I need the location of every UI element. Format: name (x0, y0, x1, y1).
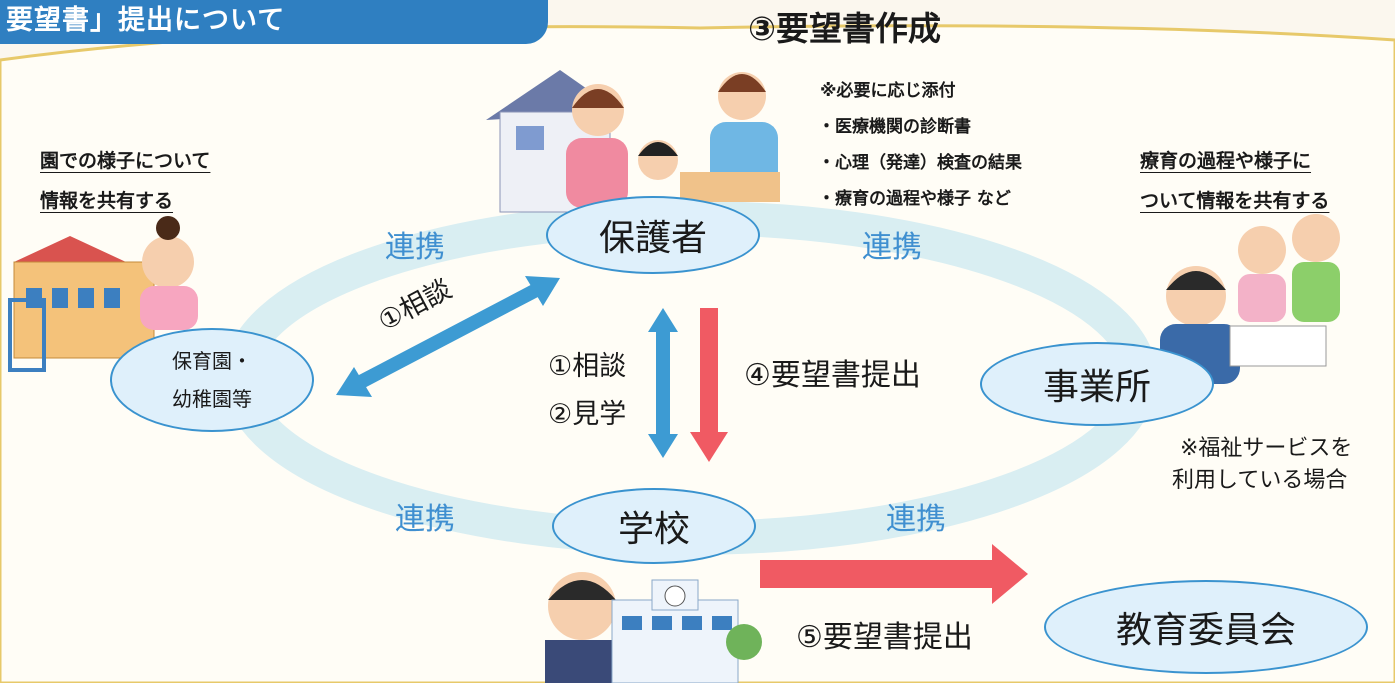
school-label: 学校 (617, 509, 690, 550)
title-banner (0, 0, 548, 44)
office-label: 事業所 (1042, 367, 1151, 408)
school-illustration (545, 572, 762, 683)
arrowhead (992, 544, 1028, 604)
page-title: 要望書」提出について (6, 5, 286, 36)
nursery-illustration (8, 216, 198, 372)
renkei-label: 連携 (862, 230, 922, 265)
attachment-item: ・療育の過程や様子 など (818, 189, 1011, 209)
consult-label: ①相談 (548, 351, 627, 382)
renkei-label: 連携 (395, 502, 455, 537)
submit-board-arrow (760, 560, 995, 588)
arrowhead (648, 434, 678, 458)
office-note-line: ついて情報を共有する (1140, 190, 1330, 212)
arrowhead (690, 432, 728, 462)
school-node: 学校 (552, 488, 756, 564)
nursery-note-line: 園での様子について (40, 150, 211, 172)
nursery-note-line: 情報を共有する (40, 190, 174, 212)
submit5-label: ⑤要望書提出 (796, 620, 973, 655)
family-illustration (566, 72, 780, 208)
step3-heading: ③要望書作成 (748, 9, 941, 48)
office-note-line: 療育の過程や様子に (1140, 150, 1312, 172)
arrowhead (525, 276, 560, 306)
office-node: 事業所 (980, 342, 1214, 426)
renkei-label: 連携 (385, 230, 445, 265)
arrowhead (648, 308, 678, 332)
attachment-item: ・心理（発達）検査の結果 (818, 153, 1022, 173)
nursery-label-line: 幼稚園等 (172, 387, 252, 411)
nursery-node: 保育園・ 幼稚園等 (110, 328, 314, 432)
arrowhead (336, 367, 372, 397)
submit4-label: ④要望書提出 (744, 358, 921, 393)
welfare-note-line: 利用している場合 (1172, 468, 1348, 493)
board-node: 教育委員会 (1044, 580, 1368, 674)
board-label: 教育委員会 (1115, 610, 1296, 651)
renkei-label: 連携 (886, 502, 946, 537)
welfare-note-line: ※福祉サービスを (1180, 436, 1353, 461)
attachments-header: ※必要に応じ添付 (820, 81, 956, 101)
nursery-label-line: 保育園・ (172, 349, 252, 373)
attachment-item: ・医療機関の診断書 (818, 117, 971, 137)
office-illustration (1160, 214, 1340, 384)
guardian-label: 保護者 (598, 218, 707, 259)
visit-label: ②見学 (548, 399, 627, 430)
consult-diagonal-arrow (351, 281, 544, 392)
guardian-node: 保護者 (546, 196, 760, 274)
